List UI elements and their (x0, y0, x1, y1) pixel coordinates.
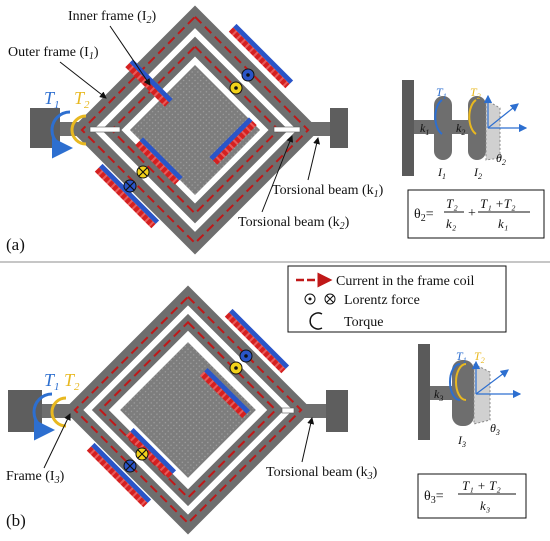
svg-text:T2: T2 (470, 85, 481, 101)
coils-b (86, 308, 290, 508)
legend-torque-label: Torque (344, 315, 383, 330)
lorentz-dot-inner-b (229, 361, 243, 375)
legend-torque-icon (309, 312, 323, 330)
lorentz-cross-outer-b (123, 459, 137, 473)
equation-a: θ2= T₂ k₂ + T₁ +T₂ k₁ (407, 189, 545, 239)
svg-text:θ3: θ3 (490, 421, 500, 437)
torsional-k3-label: Torsional beam (k3) (266, 465, 378, 482)
lorentz-cross-outer-a (123, 179, 137, 193)
svg-text:k₁: k₁ (498, 216, 508, 231)
svg-text:k₃: k₃ (480, 498, 490, 513)
model-a: T1 T2 k1 k2 I1 I2 θ2 (402, 80, 528, 181)
t1-label-a: T1 (44, 88, 60, 111)
left-anchor-b (8, 390, 42, 432)
inner-beam-left-a (89, 126, 121, 133)
svg-text:θ2: θ2 (496, 151, 506, 167)
svg-text:k₂: k₂ (446, 216, 457, 231)
lorentz-cross-inner-a (136, 165, 150, 179)
lorentz-cross-inner-b (135, 447, 149, 461)
svg-text:T1: T1 (436, 85, 447, 101)
outer-frame-label: Outer frame (I1) (8, 45, 99, 62)
svg-text:T1: T1 (456, 349, 467, 365)
torsional-k1-label: Torsional beam (k1) (272, 183, 384, 200)
svg-text:k3: k3 (434, 387, 443, 403)
legend-lorentz-label: Lorentz force (344, 293, 420, 308)
svg-text:θ3=: θ3= (424, 489, 444, 506)
inner-beam-right-b (281, 407, 295, 414)
frame-label: Frame (I3) (6, 469, 65, 486)
lorentz-dot-inner-a (229, 81, 243, 95)
panel-a-label: (a) (6, 235, 25, 254)
legend-current-label: Current in the frame coil (336, 274, 475, 289)
t1-label-b: T1 (44, 370, 60, 393)
panel-b-label: (b) (6, 511, 26, 530)
svg-text:I3: I3 (457, 433, 466, 449)
svg-text:T₂: T₂ (446, 196, 458, 211)
inner-frame-label: Inner frame (I2) (68, 9, 157, 26)
inner-beam-right-a (273, 126, 301, 133)
coils-a (94, 23, 294, 229)
svg-text:T₁ + T₂: T₁ + T₂ (462, 478, 501, 493)
model-b: T1 T2 k3 I3 θ3 (418, 344, 522, 449)
torque-t1-arc-b (32, 392, 55, 441)
right-anchor-b (326, 390, 348, 432)
t2-label-a: T2 (74, 88, 90, 111)
torsional-k2-label: Torsional beam (k2) (238, 215, 350, 232)
legend: Current in the frame coil Lorentz force … (287, 265, 507, 333)
svg-text:I2: I2 (473, 165, 482, 181)
right-anchor-a (330, 108, 348, 148)
equation-b: θ3= T₁ + T₂ k₃ (417, 473, 527, 519)
torque-t2-arc-b (50, 396, 67, 428)
panel-a: T1 T2 Inner frame (I2) Outer frame (I1) … (6, 5, 545, 255)
lorentz-dot-outer-b (239, 349, 253, 363)
legend-lorentz-icon (304, 293, 336, 305)
svg-text:+: + (468, 206, 476, 221)
lorentz-dot-outer-a (241, 68, 255, 82)
svg-text:k1: k1 (420, 121, 429, 137)
svg-text:θ2=: θ2= (414, 207, 434, 224)
torque-t2-arc-a (70, 114, 87, 146)
svg-text:T₁ +T₂: T₁ +T₂ (480, 196, 516, 211)
svg-text:T2: T2 (474, 349, 485, 365)
torque-t1-arc-a (50, 110, 73, 159)
frame-b (63, 285, 313, 535)
svg-text:k2: k2 (456, 121, 465, 137)
t2-label-b: T2 (64, 370, 80, 393)
svg-text:I1: I1 (437, 165, 446, 181)
